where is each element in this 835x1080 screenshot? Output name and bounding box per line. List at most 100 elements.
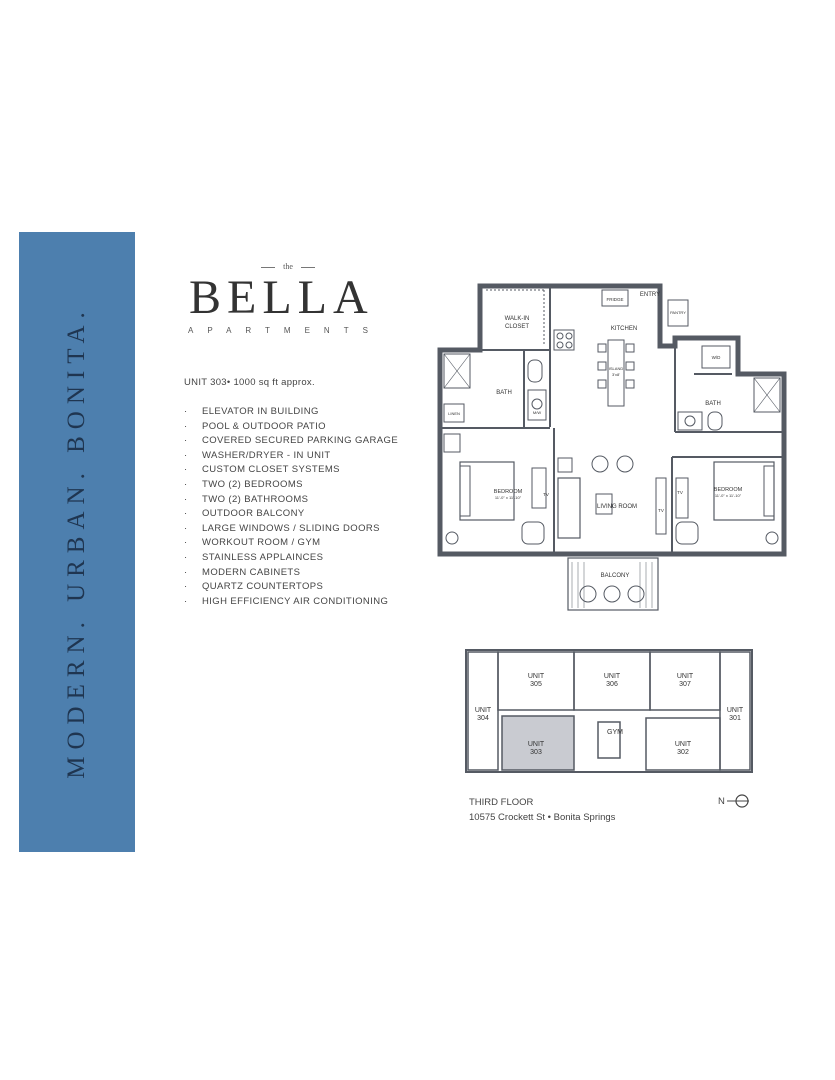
unit-302 — [645, 717, 721, 771]
right-sink — [684, 415, 696, 427]
feature-item: WORKOUT ROOM / GYM — [184, 536, 398, 551]
brand-name: BELLA — [189, 271, 374, 324]
fridge-label: FRIDGE — [606, 297, 623, 302]
bedroom-left-dims: 11'-0" x 11'-10" — [495, 495, 522, 500]
right-lamp — [765, 531, 779, 545]
unit-306-label-2: 306 — [606, 681, 618, 688]
right-vanity — [677, 411, 703, 431]
address: 10575 Crockett St • Bonita Springs — [469, 812, 616, 823]
third-floor-key-plan: UNIT 305 UNIT 306 UNIT 307 UNIT 304 UNIT… — [465, 649, 753, 773]
left-bed-pillows — [459, 465, 471, 517]
north-arrow-icon — [726, 794, 749, 808]
bedroom-left-label: BEDROOM — [494, 489, 523, 495]
feature-item: ELEVATOR IN BUILDING — [184, 405, 398, 420]
right-dresser — [675, 477, 689, 519]
coffee-table — [595, 493, 613, 515]
unit-303-label-1: UNIT — [528, 741, 545, 748]
feature-item: STAINLESS APPLAINCES — [184, 551, 398, 566]
feature-item: WASHER/DRYER - IN UNIT — [184, 449, 398, 464]
unit-302-label-2: 302 — [677, 749, 689, 756]
unit-floor-plan: FRIDGE — [437, 283, 787, 611]
brand-subtitle: APARTMENTS — [188, 326, 382, 335]
left-toilet — [527, 359, 543, 383]
island-label-2: 3'x8' — [612, 372, 620, 377]
tv-console — [655, 477, 667, 535]
cooktop — [553, 329, 575, 351]
balcony-seat-1 — [579, 585, 597, 603]
feature-item: LARGE WINDOWS / SLIDING DOORS — [184, 522, 398, 537]
unit-301-label-1: UNIT — [727, 707, 744, 714]
bath-left-label: BATH — [496, 390, 512, 396]
balcony-seat-2 — [603, 585, 621, 603]
unit-blocks — [467, 651, 751, 771]
interior-walls — [440, 286, 784, 552]
balcony-label: BALCONY — [601, 573, 630, 579]
walk-in-closet-label-1: WALK-IN — [505, 316, 530, 322]
linen-label: LINEN — [448, 411, 460, 416]
entry-label: ENTRY — [640, 292, 660, 298]
right-bed-pillows — [763, 465, 775, 517]
feature-item: HIGH EFFICIENCY AIR CONDITIONING — [184, 595, 398, 610]
linen-closet — [443, 403, 465, 423]
left-vanity — [527, 389, 547, 421]
unit-305-label-1: UNIT — [528, 673, 545, 680]
balcony — [567, 557, 659, 611]
unit-307-label-2: 307 — [679, 681, 691, 688]
gym-label: GYM — [607, 729, 623, 736]
left-sink — [531, 398, 543, 410]
side-table — [557, 457, 573, 473]
unit-303 — [501, 715, 575, 771]
pantry — [667, 299, 689, 327]
right-toilet — [707, 411, 723, 431]
feature-item: POOL & OUTDOOR PATIO — [184, 420, 398, 435]
right-shower — [753, 377, 781, 413]
feature-item: TWO (2) BATHROOMS — [184, 493, 398, 508]
brand-the: the — [258, 262, 318, 271]
right-chair — [675, 521, 699, 545]
side-band — [19, 232, 135, 852]
armchair-2 — [616, 455, 634, 473]
mw-label: M/W — [533, 410, 541, 415]
unit-302-label-1: UNIT — [675, 741, 692, 748]
unit-305-label-2: 305 — [530, 681, 542, 688]
floor-label: THIRD FLOOR — [469, 797, 534, 808]
side-tagline: MODERN. URBAN. BONITA. — [63, 305, 90, 779]
cooktop-burners — [556, 332, 573, 349]
bedroom-right-label: BEDROOM — [714, 487, 743, 493]
unit-summary: UNIT 303• 1000 sq ft approx. — [184, 377, 315, 388]
balcony-railing — [571, 562, 653, 608]
left-shower — [443, 353, 471, 389]
unit-306-label-1: UNIT — [604, 673, 621, 680]
left-lamp — [445, 531, 459, 545]
kitchen-island — [607, 339, 625, 407]
feature-item: MODERN CABINETS — [184, 566, 398, 581]
wd-label: W/D — [712, 355, 721, 360]
island-label-1: ISLAND — [609, 366, 624, 371]
building-outline — [465, 649, 753, 773]
unit-303-label-2: 303 — [530, 749, 542, 756]
exterior-wall — [437, 283, 787, 557]
kitchen-label: KITCHEN — [611, 326, 637, 332]
feature-item: CUSTOM CLOSET SYSTEMS — [184, 463, 398, 478]
gym — [597, 721, 621, 759]
north-label: N — [718, 795, 725, 807]
unit-304-label-1: UNIT — [475, 707, 492, 714]
sofa — [557, 477, 581, 539]
closet-shelves — [486, 289, 545, 346]
living-room-label: LIVING ROOM — [597, 504, 637, 510]
left-nightstand — [443, 433, 461, 453]
key-plan-labels: UNIT 305 UNIT 306 UNIT 307 UNIT 304 UNIT… — [475, 673, 744, 756]
feature-item: QUARTZ COUNTERTOPS — [184, 580, 398, 595]
armchair-1 — [591, 455, 609, 473]
left-dresser — [531, 467, 547, 509]
fridge — [601, 289, 629, 307]
left-chair — [521, 521, 545, 545]
tv-label-left: TV — [543, 492, 549, 497]
pantry-label: PANTRY — [670, 310, 686, 315]
unit-304-label-2: 304 — [477, 715, 489, 722]
balcony-seat-3 — [627, 585, 645, 603]
feature-item: TWO (2) BEDROOMS — [184, 478, 398, 493]
unit-307-label-1: UNIT — [677, 673, 694, 680]
unit-301 — [719, 651, 751, 771]
washer-dryer — [701, 345, 731, 369]
